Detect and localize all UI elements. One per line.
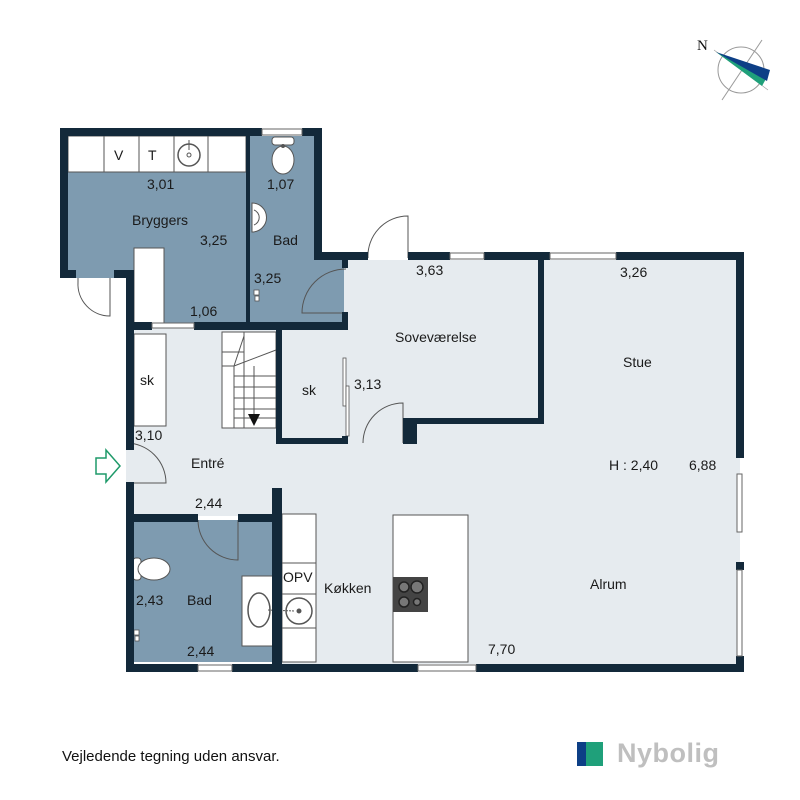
room-fill-bad-upper-ext [300,260,344,326]
room-label-sovevaerelse: Soveværelse [395,329,477,345]
walls [60,128,744,672]
alrum-width: 7,70 [488,641,515,657]
cooktop-icon [393,577,428,612]
bad2-width: 2,44 [187,643,214,659]
sove-depth: 3,13 [354,376,381,392]
vanity-sink [241,575,295,647]
bryggers-cabinet [133,247,165,327]
brand-logo: Nybolig [577,738,720,769]
disclaimer: Vejledende tegning uden ansvar. [62,748,280,765]
toilet-icon [271,136,295,175]
staircase [221,331,277,429]
room-label-stue: Stue [623,354,652,370]
room-fill-bryggers [68,136,246,326]
sink-icon [251,202,267,233]
compass-north-label: N [697,38,708,54]
entre-depth: 2,44 [195,495,222,511]
nybolig-logo-icon [577,741,603,766]
sove-width: 3,63 [416,262,443,278]
shower-icon [253,289,260,302]
room-label-entre: Entré [191,455,225,471]
bryggers-width: 3,01 [147,176,174,192]
toilet-icon [132,557,171,581]
room-label-bryggers: Bryggers [132,212,188,228]
bryggers-extra: 1,06 [190,303,217,319]
entry-closet [133,333,167,427]
closet-label: sk [140,372,155,388]
room-label-bad-lower: Bad [187,592,212,608]
washer-label: V [114,147,124,163]
kitchen-counter [281,513,317,663]
ceiling-height: H : 2,40 [609,457,658,473]
room-label-koekken: Køkken [324,580,371,596]
entrance-arrow-icon [95,448,121,484]
dishwasher-label: OPV [283,569,313,585]
closet-label: sk [302,382,317,398]
brand-name: Nybolig [617,738,720,768]
bad2-depth: 2,43 [136,592,163,608]
door-swings [77,215,409,561]
room-label-bad-upper: Bad [273,232,298,248]
windows [151,128,743,672]
compass-icon: N [697,38,770,101]
bad1-depth: 3,25 [254,270,281,286]
stue-depth: 6,88 [689,457,716,473]
entre-width: 3,10 [135,427,162,443]
bryggers-counter [67,135,247,173]
bryggers-depth: 3,25 [200,232,227,248]
room-label-alrum: Alrum [590,576,627,592]
bad1-width: 1,07 [267,176,294,192]
dryer-label: T [148,147,157,163]
stue-width: 3,26 [620,264,647,280]
